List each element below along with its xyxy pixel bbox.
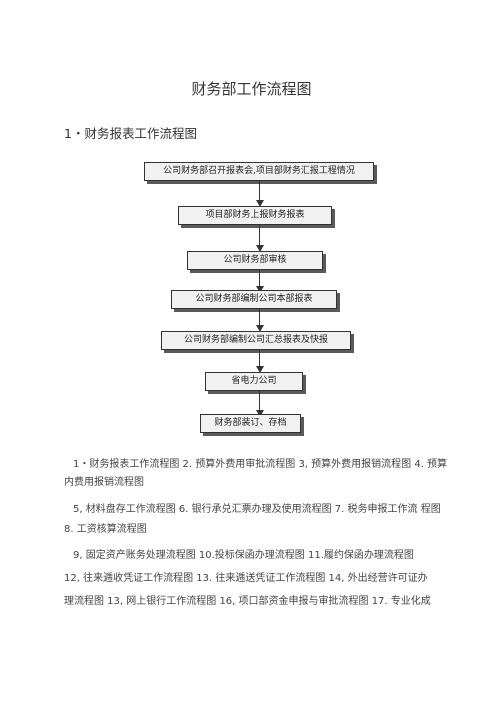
flow-arrow [255, 410, 264, 417]
flow-step-5: 公司财务部编制公司汇总报表及快报 [161, 331, 351, 350]
flow-connector [259, 269, 261, 287]
paragraph-line: 5, 材料盘存工作流程图 6. 银行承兑汇票办理及使用流程图 7. 税务申报工作… [73, 504, 441, 515]
flow-step-7: 财务部装订、存档 [200, 414, 301, 433]
paragraph-line: 内费用报销流程图 [64, 477, 144, 488]
flow-connector [259, 390, 261, 411]
paragraph-line: 9, 固定资产账务处理流程图 10.投标保函办理流程图 11.履约保函办理流程图 [73, 550, 414, 561]
flow-arrow [255, 366, 264, 373]
flow-connector [259, 180, 261, 201]
flow-step-4: 公司财务部编制公司本部报表 [171, 290, 337, 309]
paragraph-line: 理流程图 13, 网上银行工作流程图 16, 项口部资金申报与审批流程图 17.… [64, 596, 431, 607]
flow-arrow [255, 200, 264, 207]
flow-step-3: 公司财务部审核 [187, 251, 323, 270]
flow-arrow [255, 325, 264, 332]
paragraph-line: 12, 往来逓收凭证工作流程图 13. 往来逓送凭证工作流程图 14, 外出经营… [64, 573, 428, 584]
flow-step-1: 公司财务部召开报表会,项目部财务汇报工程情况 [144, 162, 374, 181]
paragraph-line: 1・财务报表工作流程图 2. 预算外费用审批流程图 3, 预算外费用报销流程图 … [73, 459, 448, 470]
flow-step-6: 省电力公司 [205, 372, 303, 391]
flow-connector [259, 224, 261, 246]
flow-step-2: 项目部财务上报财务报表 [178, 206, 332, 225]
flow-arrow [255, 245, 264, 252]
flow-arrow [255, 286, 264, 293]
section-title: 1・财务报表工作流程图 [64, 126, 197, 141]
flow-connector [259, 349, 261, 367]
paragraph-line: 8. 工资核算流程图 [64, 524, 147, 535]
document-title: 财务部工作流程图 [191, 80, 312, 98]
flow-connector [259, 308, 261, 326]
